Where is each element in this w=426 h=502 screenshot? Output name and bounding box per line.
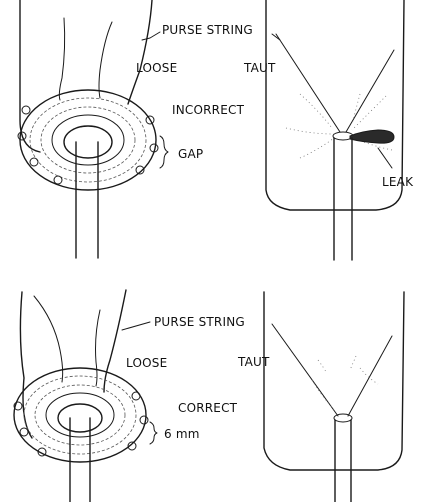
bottom-right-taut-label: TAUT bbox=[237, 355, 270, 369]
bottom-right-taut-string-right bbox=[348, 336, 392, 416]
bottom-left-stoma-hatch-2 bbox=[35, 385, 125, 445]
top-left-status-label: INCORRECT bbox=[172, 103, 245, 117]
bottom-left-gap-bracket bbox=[150, 422, 157, 444]
bottom-left-bag-right-edge bbox=[104, 290, 126, 392]
top-left-gap-bracket bbox=[160, 136, 168, 168]
top-left-stoma-hatch-1 bbox=[30, 98, 146, 182]
top-left-loose-string-left bbox=[59, 18, 64, 100]
top-left-stoma-hatch-2 bbox=[41, 107, 135, 173]
top-left-gap-label: GAP bbox=[178, 147, 203, 161]
top-left-purse-string-leader bbox=[142, 32, 160, 40]
bottom-left-stoma-ring bbox=[46, 393, 114, 437]
top-left-bag-right-edge bbox=[128, 0, 152, 104]
top-right-taut-string-right bbox=[346, 50, 394, 132]
top-right-leak-leader bbox=[378, 148, 392, 168]
top-right-tube bbox=[334, 138, 352, 260]
bottom-right-bag-outline bbox=[264, 292, 404, 470]
top-right-leak-blob bbox=[350, 130, 394, 143]
top-left-loose-label: LOOSE bbox=[136, 61, 177, 75]
bottom-left-purse-string-leader bbox=[122, 322, 150, 330]
top-left-loose-string-right bbox=[99, 22, 112, 98]
bottom-right-taut-bag: TAUT bbox=[237, 292, 404, 502]
bottom-left-status-label: CORRECT bbox=[178, 401, 238, 415]
bottom-left-loose-string-right bbox=[96, 310, 101, 386]
bottom-right-taut-string-left bbox=[272, 324, 338, 416]
bottom-right-tube bbox=[335, 420, 351, 502]
bottom-left-suture-knots bbox=[14, 392, 148, 456]
top-right-folds bbox=[286, 94, 392, 158]
bottom-left-bag-left-edge bbox=[20, 292, 32, 438]
top-right-taut-bag: TAUT LEAK bbox=[243, 0, 414, 260]
top-right-leak-label: LEAK bbox=[382, 175, 414, 189]
bottom-left-loose-string-left bbox=[34, 296, 63, 382]
top-left-loose-bag: PURSE STRING LOOSE INCORRECT GAP bbox=[18, 0, 253, 258]
bottom-right-opening bbox=[334, 414, 352, 422]
bottom-left-purse-string-label: PURSE STRING bbox=[154, 315, 245, 329]
bottom-left-stoma-inner bbox=[58, 404, 102, 432]
bottom-left-stoma-hatch-1 bbox=[24, 376, 136, 454]
top-left-purse-string-label: PURSE STRING bbox=[162, 23, 253, 37]
bottom-left-stoma-outer bbox=[14, 368, 146, 462]
top-left-tube bbox=[76, 142, 98, 258]
top-right-taut-label: TAUT bbox=[243, 61, 276, 75]
bottom-left-loose-label: LOOSE bbox=[126, 356, 167, 370]
top-right-taut-string-left bbox=[276, 34, 340, 132]
top-left-bag-left-edge bbox=[20, 0, 40, 152]
top-left-stoma-outer bbox=[20, 90, 156, 190]
bottom-left-gap-label: 6 mm bbox=[164, 427, 200, 441]
top-left-stoma-inner bbox=[64, 126, 112, 158]
bottom-right-folds bbox=[312, 356, 378, 412]
bottom-left-loose-bag: PURSE STRING LOOSE CORRECT 6 mm bbox=[14, 290, 245, 502]
